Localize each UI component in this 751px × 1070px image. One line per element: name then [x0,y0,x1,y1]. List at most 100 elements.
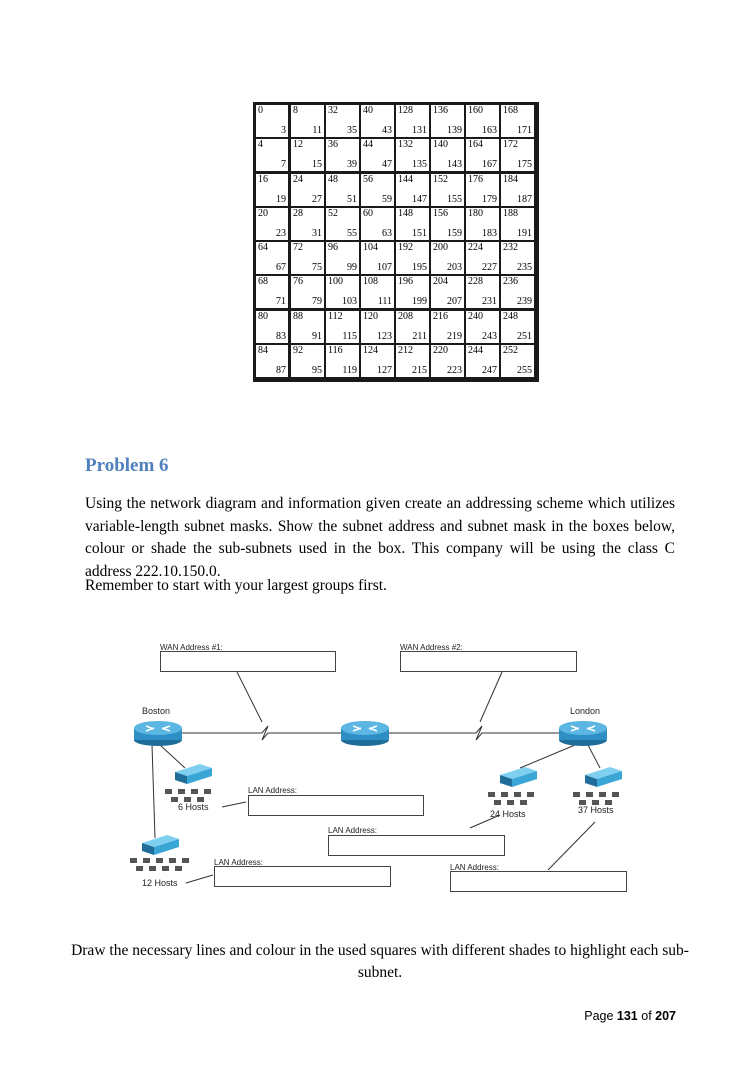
wan2-label: WAN Address #2: [400,643,463,652]
cell-end: 35 [347,125,357,136]
cell-start: 232 [503,242,518,253]
cell-start: 8 [293,105,298,116]
cell-end: 143 [447,159,462,171]
cell-end: 223 [447,364,462,376]
center-router-icon [341,721,389,746]
cell-end: 115 [342,330,357,342]
cell-end: 207 [447,296,462,308]
cell-start: 236 [503,276,518,288]
lan-label-12: LAN Address: [214,858,263,867]
cell-start: 12 [293,139,303,151]
lan-37-hosts-field[interactable] [450,871,627,892]
cell-end: 215 [412,364,427,376]
lan-12-hosts-field[interactable] [214,866,391,887]
cell-start: 128 [398,105,413,116]
lan-24-hosts-field[interactable] [328,835,505,856]
cell-start: 156 [433,207,448,219]
cell-start: 96 [328,242,338,253]
cell-start: 0 [258,105,263,116]
cell-end: 43 [382,125,392,136]
cell-end: 251 [517,330,532,342]
grid-cell[interactable]: 180 183 [466,207,501,241]
cell-start: 36 [328,139,338,151]
lan-6-hosts-field[interactable] [248,795,424,816]
switch-6-hosts-icon [165,764,212,802]
wan1-address-field[interactable] [160,651,336,672]
cell-end: 183 [482,227,497,239]
cell-start: 52 [328,207,338,219]
cell-end: 203 [447,262,462,273]
cell-start: 180 [468,207,483,219]
cell-end: 83 [276,330,286,342]
cell-end: 147 [412,193,427,205]
cell-end: 87 [276,364,286,376]
cell-end: 75 [312,262,322,273]
wan2-address-field[interactable] [400,651,577,672]
